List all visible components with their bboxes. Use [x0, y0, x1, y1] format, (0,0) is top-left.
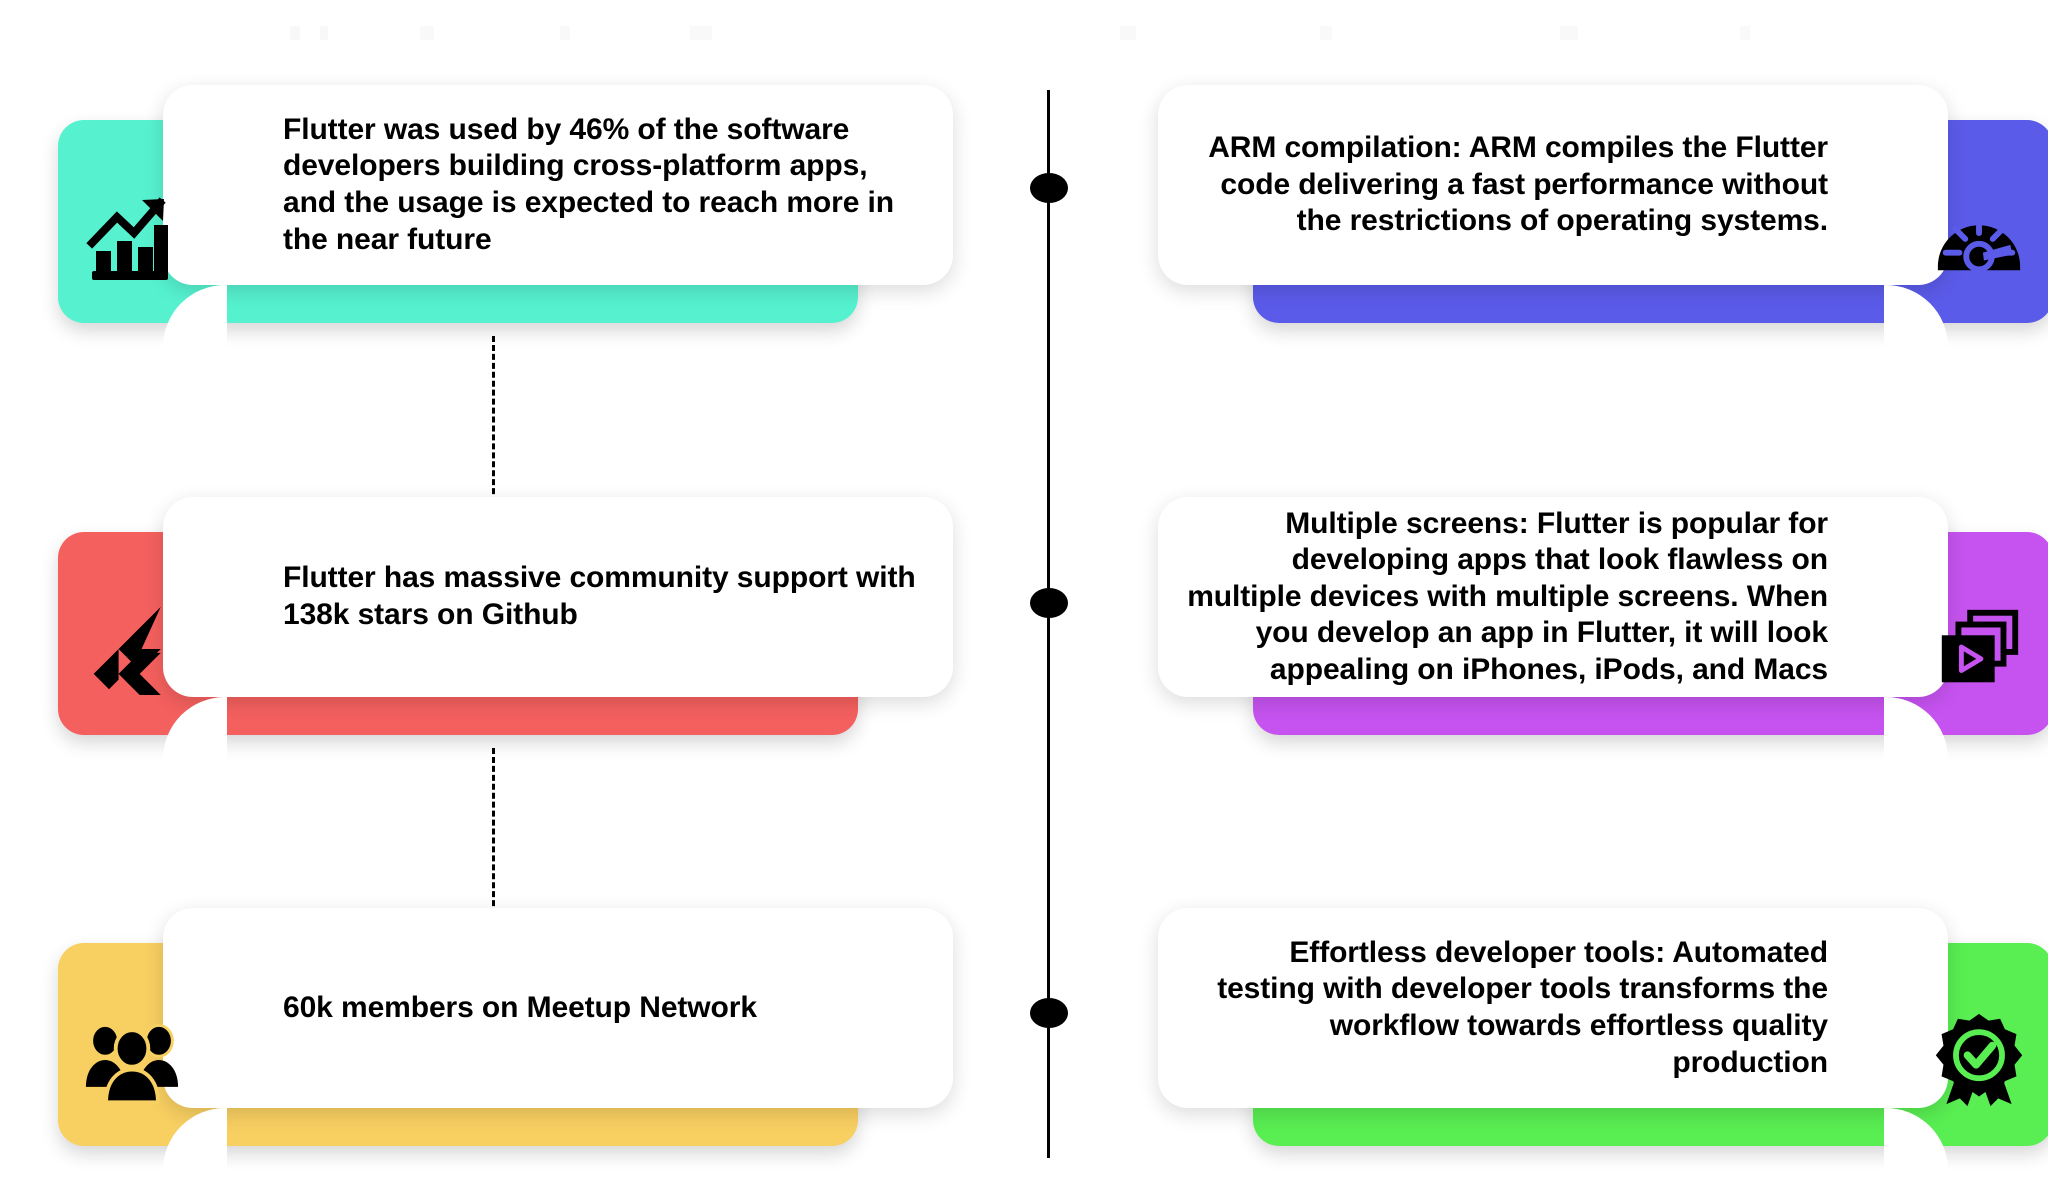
- card-text: Multiple screens: Flutter is popular for…: [1187, 506, 1828, 686]
- card-white-panel: ARM compilation: ARM compiles the Flutte…: [1158, 85, 1948, 285]
- timeline-row-1: Flutter was used by 46% of the software …: [0, 85, 2048, 347]
- card-white-panel: Flutter was used by 46% of the software …: [163, 85, 953, 285]
- card-text: ARM compilation: ARM compiles the Flutte…: [1208, 131, 1828, 238]
- stacked-screens-icon: [1927, 597, 2031, 701]
- timeline-row-3: 60k members on Meetup Network: [0, 908, 2048, 1170]
- award-badge-check-icon: [1927, 1008, 2031, 1112]
- speedometer-icon: [1927, 185, 2031, 289]
- card-left-2[interactable]: Flutter has massive community support wi…: [58, 497, 963, 759]
- timeline-dot-1: [1030, 173, 1068, 203]
- card-text: 60k members on Meetup Network: [283, 990, 757, 1024]
- card-white-panel: 60k members on Meetup Network: [163, 908, 953, 1108]
- card-white-panel: Flutter has massive community support wi…: [163, 497, 953, 697]
- timeline-dot-2: [1030, 588, 1068, 618]
- card-right-3[interactable]: Effortless developer tools: Automated te…: [1148, 908, 2048, 1170]
- dashed-connector-2: [492, 748, 495, 924]
- timeline-row-2: Flutter has massive community support wi…: [0, 497, 2048, 759]
- card-right-1[interactable]: ARM compilation: ARM compiles the Flutte…: [1148, 85, 2048, 347]
- top-ghost-artifacts: [0, 0, 2048, 60]
- growth-chart-icon: [80, 185, 184, 289]
- card-white-panel: Effortless developer tools: Automated te…: [1158, 908, 1948, 1108]
- card-left-1[interactable]: Flutter was used by 46% of the software …: [58, 85, 963, 347]
- card-text: Flutter was used by 46% of the software …: [283, 112, 894, 256]
- card-left-3[interactable]: 60k members on Meetup Network: [58, 908, 963, 1170]
- card-right-2[interactable]: Multiple screens: Flutter is popular for…: [1148, 497, 2048, 759]
- timeline-dot-3: [1030, 998, 1068, 1028]
- card-text: Effortless developer tools: Automated te…: [1217, 935, 1828, 1079]
- dashed-connector-1: [492, 336, 495, 512]
- flutter-logo-icon: [80, 597, 184, 701]
- card-white-panel: Multiple screens: Flutter is popular for…: [1158, 497, 1948, 697]
- card-text: Flutter has massive community support wi…: [283, 561, 916, 631]
- timeline-axis-line: [1047, 90, 1050, 1158]
- people-group-icon: [80, 1008, 184, 1112]
